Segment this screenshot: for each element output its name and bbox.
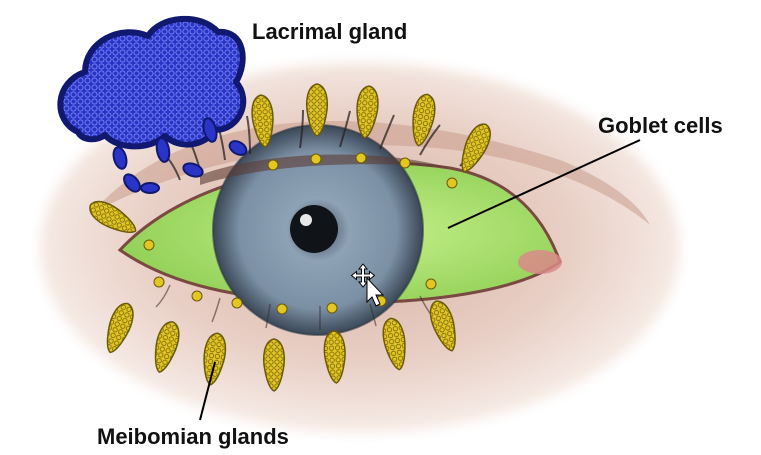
pupil-highlight — [300, 214, 312, 226]
pupil — [290, 205, 338, 253]
meibomian-glands-label: Meibomian glands — [97, 426, 289, 448]
move-cursor-icon — [349, 262, 389, 312]
caruncle — [518, 250, 562, 274]
lacrimal-gland-label: Lacrimal gland — [252, 21, 407, 43]
goblet-cells-label: Goblet cells — [598, 115, 723, 137]
